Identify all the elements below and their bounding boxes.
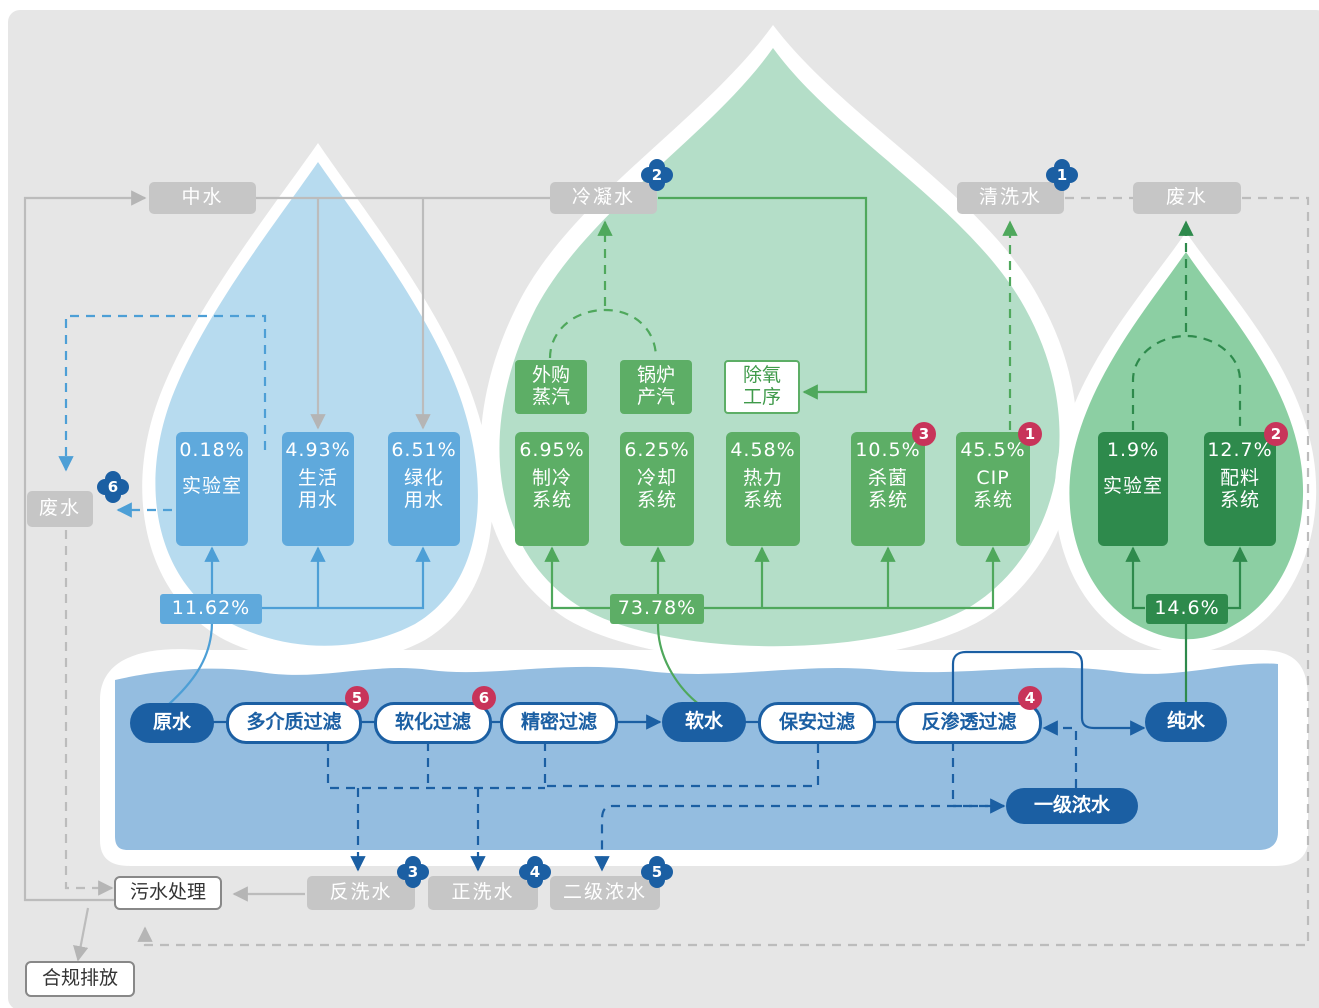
softening-filter-node: 软化过滤 bbox=[374, 702, 492, 744]
unit-refrigeration: 6.95% 制冷 系统 bbox=[515, 432, 589, 546]
unit-pct: 4.58% bbox=[730, 439, 796, 461]
unit-cip: 45.5% CIP 系统 bbox=[956, 432, 1030, 546]
unit-greening-water: 6.51% 绿化 用水 bbox=[388, 432, 460, 546]
clover-badge-number: 5 bbox=[651, 863, 663, 881]
clover-badge-icon: 5 bbox=[640, 855, 674, 889]
unit-sterilization: 10.5% 杀菌 系统 bbox=[851, 432, 925, 546]
unit-batching: 12.7% 配料 系统 bbox=[1204, 432, 1276, 546]
clover-badge-number: 4 bbox=[529, 863, 541, 881]
clover-badge-icon: 3 bbox=[396, 855, 430, 889]
clover-badge-icon: 6 bbox=[96, 470, 130, 504]
clover-badge-number: 3 bbox=[407, 863, 419, 881]
unit-cooling: 6.25% 冷却 系统 bbox=[620, 432, 694, 546]
unit-label: 杀菌 系统 bbox=[867, 466, 908, 511]
unit-label: 热力 系统 bbox=[742, 466, 783, 511]
unit-label: 生活 用水 bbox=[297, 466, 338, 511]
unit-living-water: 4.93% 生活 用水 bbox=[282, 432, 354, 546]
clover-badge-number: 1 bbox=[1056, 166, 1068, 184]
green-drop-total: 73.78% bbox=[610, 594, 704, 624]
forward-wash-node: 正洗水 bbox=[428, 876, 538, 910]
unit-label: 制冷 系统 bbox=[531, 466, 572, 511]
clover-badge-number: 2 bbox=[651, 166, 663, 184]
feishui-top-node: 废水 bbox=[1133, 182, 1241, 214]
unit-pct: 6.51% bbox=[391, 439, 457, 461]
badge-batching: 2 bbox=[1264, 422, 1288, 446]
clover-badge-number: 6 bbox=[107, 478, 119, 496]
unit-label: 配料 系统 bbox=[1219, 466, 1260, 511]
unit-pct: 0.18% bbox=[179, 439, 245, 461]
unit-pct: 45.5% bbox=[960, 439, 1026, 461]
badge-cip: 1 bbox=[1018, 422, 1042, 446]
source-deaeration: 除氧 工序 bbox=[724, 360, 800, 414]
unit-pct: 6.25% bbox=[624, 439, 690, 461]
blue-drop-total: 11.62% bbox=[160, 594, 262, 624]
compliant-discharge-node: 合规排放 bbox=[25, 961, 135, 997]
qingxishui-node: 清洗水 bbox=[957, 182, 1064, 214]
lengningshui-node: 冷凝水 bbox=[550, 182, 657, 214]
unit-pct: 12.7% bbox=[1207, 439, 1273, 461]
dark-green-drop-total: 14.6% bbox=[1146, 594, 1228, 624]
unit-label: 实验室 bbox=[181, 474, 242, 497]
backwash-node: 反洗水 bbox=[307, 876, 415, 910]
badge-multi-media: 5 bbox=[345, 686, 369, 710]
feishui-left-node: 废水 bbox=[27, 491, 93, 527]
unit-pct: 6.95% bbox=[519, 439, 585, 461]
clover-badge-icon: 2 bbox=[640, 158, 674, 192]
pure-water-node: 纯水 bbox=[1145, 702, 1227, 742]
soft-water-node: 软水 bbox=[662, 702, 746, 742]
unit-pct: 1.9% bbox=[1106, 439, 1160, 461]
source-purchased-steam: 外购 蒸汽 bbox=[515, 360, 587, 414]
secondary-concentrate-node: 二级浓水 bbox=[550, 876, 660, 910]
unit-lab-blue: 0.18% 实验室 bbox=[176, 432, 248, 546]
raw-water-node: 原水 bbox=[130, 703, 214, 743]
unit-pct: 4.93% bbox=[285, 439, 351, 461]
ro-filter-node: 反渗透过滤 bbox=[896, 702, 1042, 744]
security-filter-node: 保安过滤 bbox=[758, 702, 876, 744]
badge-softening: 6 bbox=[472, 686, 496, 710]
source-boiler-steam: 锅炉 产汽 bbox=[620, 360, 692, 414]
precision-filter-node: 精密过滤 bbox=[500, 702, 618, 744]
primary-concentrate-node: 一级浓水 bbox=[1006, 788, 1138, 824]
zhongshui-node: 中水 bbox=[149, 182, 256, 214]
multi-media-filter-node: 多介质过滤 bbox=[226, 702, 362, 744]
unit-label: CIP 系统 bbox=[972, 466, 1013, 511]
unit-label: 绿化 用水 bbox=[403, 466, 444, 511]
unit-thermal: 4.58% 热力 系统 bbox=[726, 432, 800, 546]
unit-lab-green: 1.9% 实验室 bbox=[1098, 432, 1168, 546]
badge-ro: 4 bbox=[1018, 686, 1042, 710]
badge-sterilization: 3 bbox=[912, 422, 936, 446]
clover-badge-icon: 1 bbox=[1045, 158, 1079, 192]
sewage-treatment-node: 污水处理 bbox=[114, 876, 222, 910]
clover-badge-icon: 4 bbox=[518, 855, 552, 889]
unit-label: 冷却 系统 bbox=[636, 466, 677, 511]
unit-pct: 10.5% bbox=[855, 439, 921, 461]
unit-label: 实验室 bbox=[1102, 474, 1163, 497]
